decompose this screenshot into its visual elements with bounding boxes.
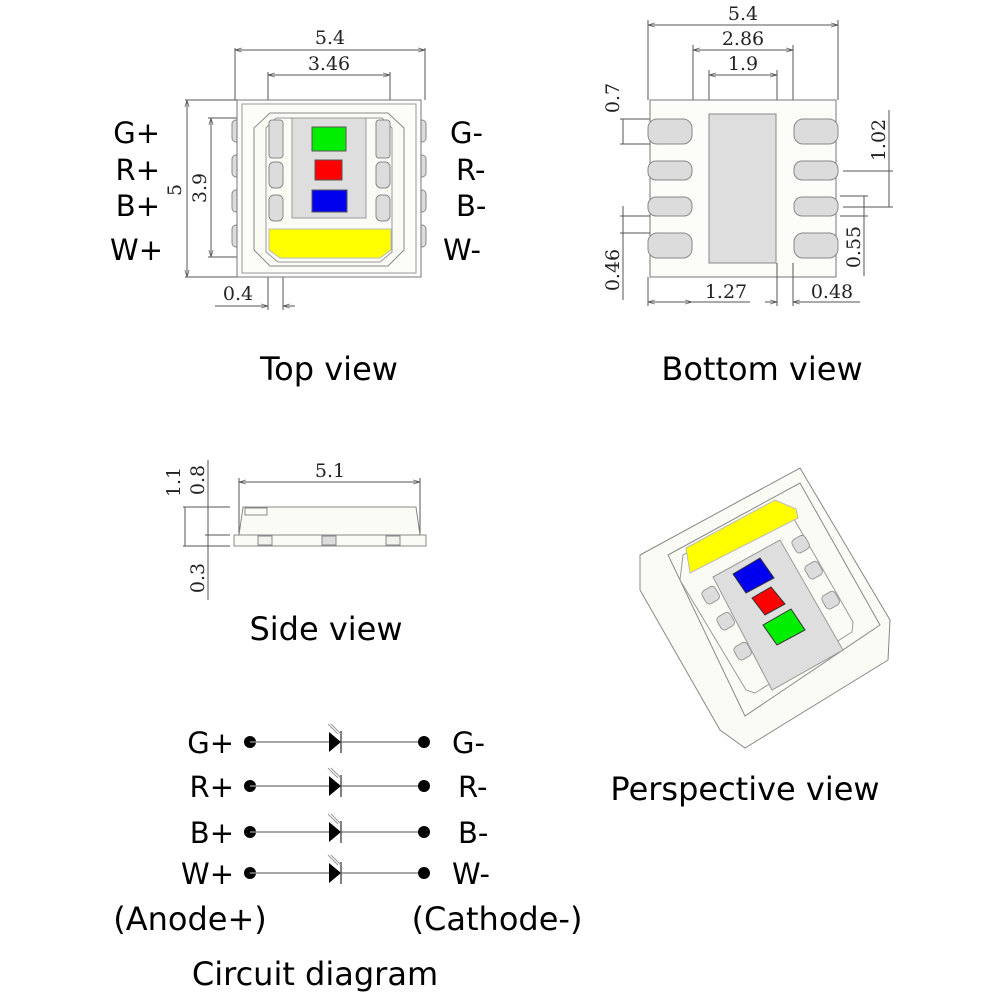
caption-bottom-view: Bottom view — [661, 350, 862, 388]
cathode-label: R- — [458, 770, 487, 804]
cathode-terminal — [418, 867, 430, 879]
pin-label-left: R+ — [116, 153, 160, 187]
white-phosphor-chip — [268, 228, 392, 259]
green-chip — [311, 126, 347, 152]
caption-top-view: Top view — [259, 350, 398, 388]
dim-bottom-edge: 0.46 — [602, 249, 624, 291]
perspective-white-phosphor — [685, 499, 799, 574]
bottom-pads-left — [647, 118, 693, 259]
dim-side-length: 5.1 — [315, 460, 345, 482]
side-body — [238, 506, 421, 536]
cathode-label: W- — [452, 857, 490, 891]
perspective-view: Perspective view — [610, 467, 891, 808]
thermal-pad — [708, 113, 777, 264]
circuit-row: B+ B- — [190, 813, 488, 850]
pin-label-right: G- — [450, 116, 483, 150]
cathode-caption: (Cathode-) — [412, 900, 583, 938]
pin-label-left: G+ — [113, 116, 160, 150]
dim-bottom-pad-gap: 0.55 — [843, 226, 865, 268]
dim-top-width: 5.4 — [315, 27, 345, 49]
anode-label: R+ — [190, 770, 234, 804]
blue-chip — [311, 189, 348, 213]
anode-label: W+ — [181, 857, 234, 891]
bottom-pads-right — [793, 118, 839, 259]
anode-label: G+ — [187, 726, 234, 760]
dim-bottom-center-pad: 1.9 — [728, 53, 758, 75]
caption-perspective-view: Perspective view — [610, 770, 879, 808]
side-view: 5.1 1.1 0.8 0.3 Side view — [163, 460, 427, 648]
led-diode-icon — [329, 732, 341, 752]
caption-side-view: Side view — [249, 610, 402, 648]
cathode-label: B- — [458, 816, 488, 850]
dim-bottom-width: 5.4 — [728, 3, 758, 25]
perspective-red-chip — [751, 586, 786, 616]
dim-bottom-center-offset: 1.27 — [705, 281, 747, 303]
pin-label-left: W+ — [110, 233, 163, 267]
cathode-terminal — [418, 780, 430, 792]
perspective-inner-pads — [701, 534, 840, 661]
dim-side-body-height: 0.8 — [187, 465, 209, 495]
led-diode-icon — [329, 776, 341, 796]
cathode-terminal — [418, 736, 430, 748]
cathode-terminal — [418, 826, 430, 838]
dim-bottom-pad-length: 0.48 — [811, 281, 853, 303]
dim-bottom-pad-span: 2.86 — [722, 28, 764, 50]
dim-top-inner-width: 3.46 — [308, 53, 350, 75]
red-chip — [314, 159, 343, 181]
circuit-row: G+ G- — [187, 723, 485, 760]
pin-label-right: W- — [443, 233, 481, 267]
circuit-row: R+ R- — [190, 767, 487, 804]
led-diode-icon — [329, 822, 341, 842]
dim-bottom-pitch: 1.02 — [868, 119, 890, 161]
pin-label-left: B+ — [116, 189, 160, 223]
bottom-view: 5.4 2.86 1.9 0.7 — [602, 3, 893, 388]
dim-top-height: 5 — [164, 184, 186, 196]
dim-bottom-pad-height: 0.7 — [602, 83, 624, 113]
side-pin — [257, 535, 273, 546]
anode-label: B+ — [190, 816, 234, 850]
circuit-row: W+ W- — [181, 854, 490, 891]
perspective-green-chip — [762, 608, 806, 646]
circuit-diagram: G+ G- R+ R- B+ B- — [113, 723, 583, 993]
perspective-blue-chip — [732, 557, 775, 594]
pin-label-right: R- — [456, 153, 485, 187]
top-view: 5.4 3.46 5 3.9 0.4 — [110, 27, 486, 388]
led-diode-icon — [329, 863, 341, 883]
cathode-label: G- — [452, 726, 485, 760]
inner-pads — [268, 119, 391, 222]
anode-caption: (Anode+) — [113, 900, 267, 938]
side-pin — [385, 535, 401, 546]
pin-label-right: B- — [456, 189, 486, 223]
dim-side-base-height: 0.3 — [187, 563, 209, 593]
side-pin — [321, 535, 337, 546]
caption-circuit-diagram: Circuit diagram — [192, 955, 438, 993]
dim-top-inner-height: 3.9 — [189, 173, 211, 203]
dim-top-wall: 0.4 — [223, 283, 253, 305]
dim-side-total-height: 1.1 — [163, 467, 185, 497]
